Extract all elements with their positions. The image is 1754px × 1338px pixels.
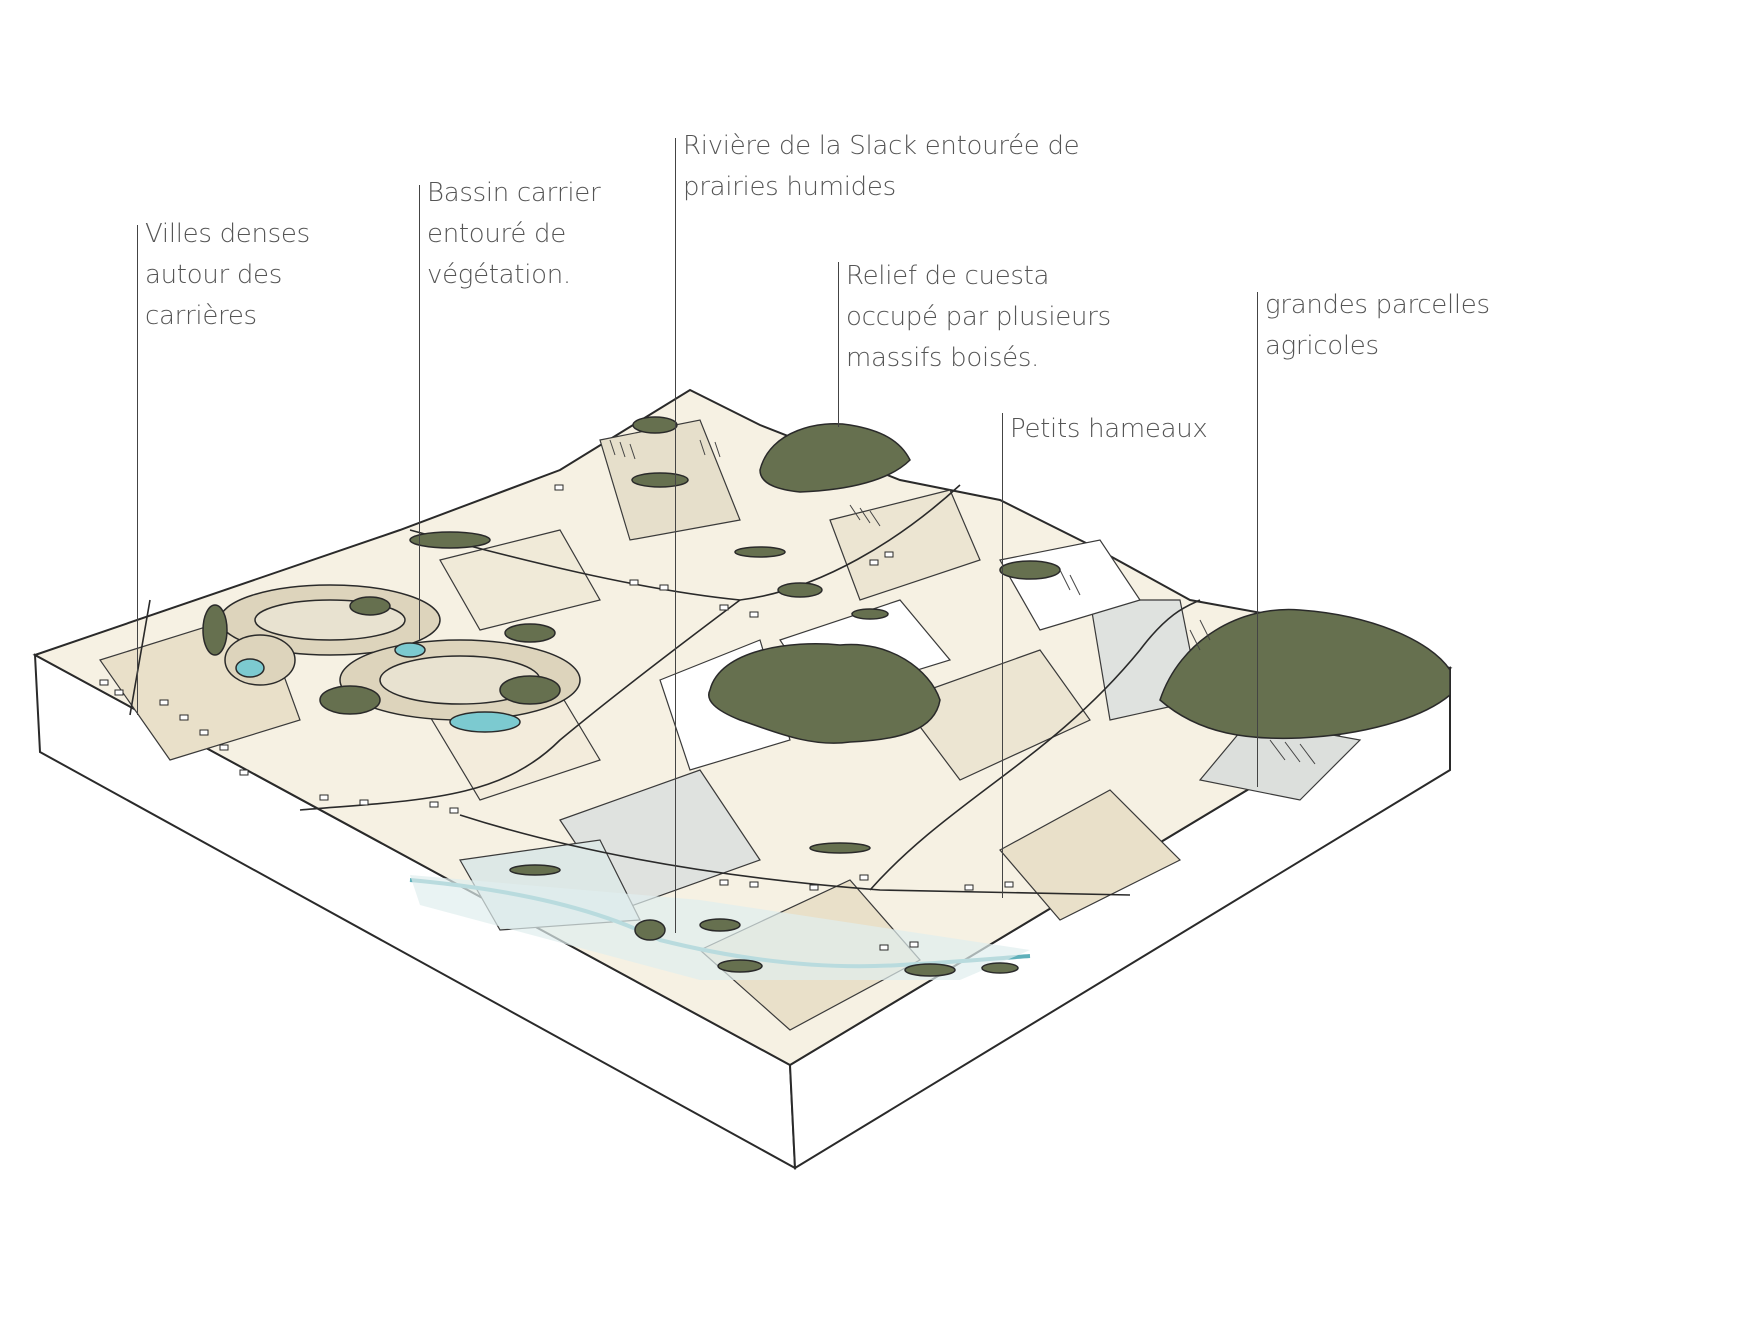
leader-line-bassin	[419, 185, 421, 640]
label-line: agricoles	[1265, 331, 1379, 361]
slope-hatching	[609, 439, 1316, 765]
label-line: autour des	[145, 260, 282, 290]
label-line: Villes denses	[145, 219, 310, 249]
label-villes-denses: Villes denses autour des carrières	[145, 214, 310, 337]
label-line: entouré de	[427, 219, 566, 249]
label-line: Rivière de la Slack entourée de	[683, 131, 1080, 161]
label-petits-hameaux: Petits hameaux	[1010, 409, 1208, 450]
quarry-basin	[219, 584, 581, 733]
label-line: prairies humides	[683, 172, 896, 202]
forests	[202, 416, 1451, 977]
label-riviere-slack: Rivière de la Slack entourée de prairies…	[683, 126, 1080, 208]
leader-line-relief	[838, 262, 840, 427]
label-line: massifs boisés.	[846, 343, 1040, 373]
buildings	[99, 484, 1014, 951]
label-relief-cuesta: Relief de cuesta occupé par plusieurs ma…	[846, 256, 1111, 379]
leader-line-hameaux	[1002, 413, 1004, 898]
label-line: végétation.	[427, 260, 571, 290]
leader-line-villes	[137, 225, 139, 715]
label-line: occupé par plusieurs	[846, 302, 1111, 332]
label-bassin-carrier: Bassin carrier entouré de végétation.	[427, 173, 601, 296]
label-line: Bassin carrier	[427, 178, 601, 208]
leader-line-parcelles	[1257, 292, 1259, 787]
label-line: Relief de cuesta	[846, 261, 1050, 291]
label-line: Petits hameaux	[1010, 414, 1208, 444]
forest-cuesta	[759, 423, 911, 493]
forest-center	[708, 643, 941, 744]
leader-line-riviere	[675, 138, 677, 933]
label-grandes-parcelles: grandes parcelles agricoles	[1265, 285, 1490, 367]
forest-right	[1159, 608, 1451, 740]
roads	[129, 484, 1201, 896]
label-line: grandes parcelles	[1265, 290, 1490, 320]
label-line: carrières	[145, 301, 257, 331]
